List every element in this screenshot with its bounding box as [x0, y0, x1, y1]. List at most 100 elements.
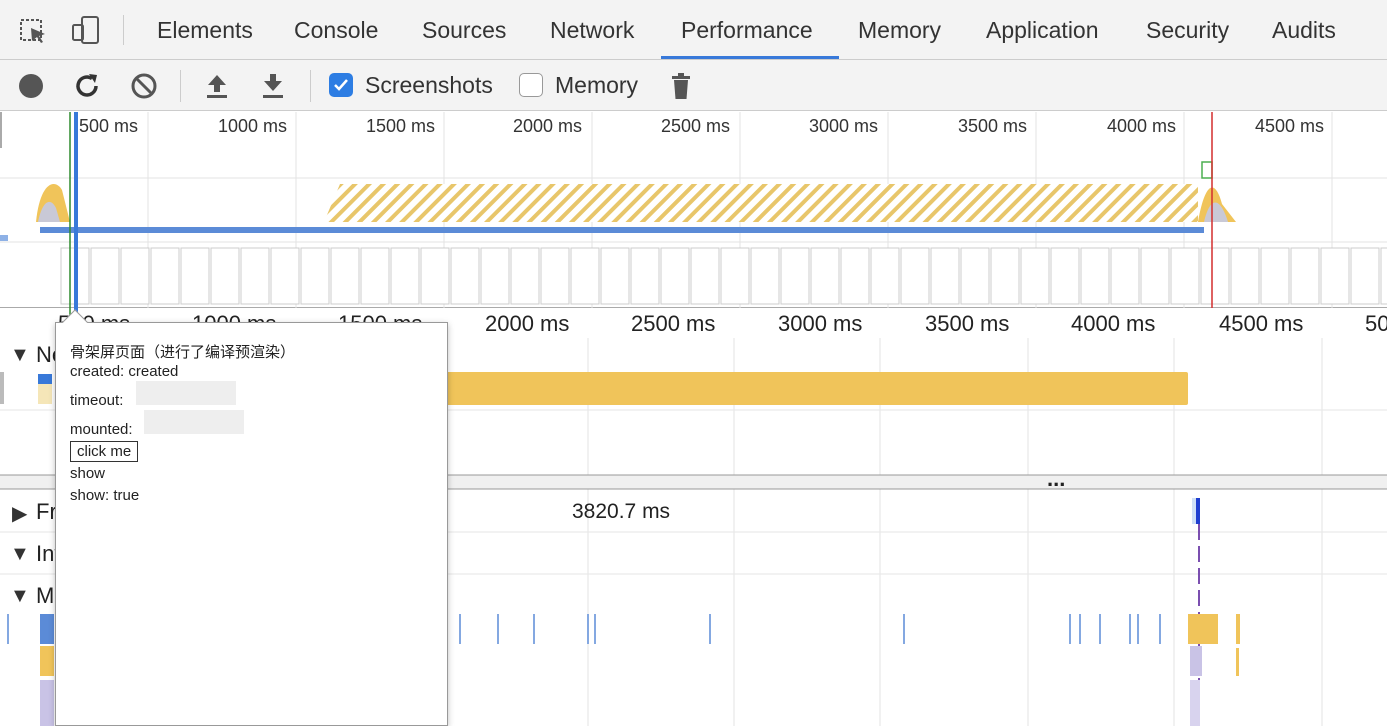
screenshot-thumbnail[interactable] [540, 247, 570, 305]
reload-record-icon[interactable] [72, 71, 102, 101]
timeline-tick-label: 50 [1365, 311, 1387, 336]
screenshot-thumbnail[interactable] [120, 247, 150, 305]
tab-application[interactable]: Application [986, 17, 1099, 43]
screenshot-thumbnail[interactable] [90, 247, 120, 305]
tab-sources[interactable]: Sources [422, 17, 507, 43]
tab-audits[interactable]: Audits [1272, 17, 1336, 43]
toolbar-divider [180, 70, 181, 102]
screenshot-thumbnail[interactable] [600, 247, 630, 305]
frames-track-toggle[interactable]: ▶ [12, 503, 28, 525]
load-profile-icon[interactable] [202, 71, 232, 101]
screenshot-thumbnail[interactable] [750, 247, 780, 305]
clear-icon[interactable] [129, 71, 159, 101]
main-track-toggle[interactable]: ▼ [10, 585, 30, 607]
overview-chart [0, 112, 1387, 308]
tooltip-mounted-value [144, 410, 244, 434]
screenshot-thumbnail[interactable] [900, 247, 930, 305]
tooltip-created: created: created [70, 363, 179, 380]
overview-tick-label: 1000 ms [218, 116, 288, 136]
memory-label[interactable]: Memory [555, 72, 639, 98]
screenshot-thumbnail[interactable] [420, 247, 450, 305]
timeline-overview[interactable]: 500 ms 1000 ms 1500 ms 2000 ms 2500 ms 3… [0, 112, 1387, 308]
tooltip-timeout-value [136, 381, 236, 405]
screenshot-thumbnail[interactable] [1290, 247, 1320, 305]
screenshot-thumbnail[interactable] [930, 247, 960, 305]
tab-elements[interactable]: Elements [157, 17, 253, 43]
overview-tick-label: 3000 ms [809, 116, 879, 136]
screenshot-thumbnail[interactable] [510, 247, 540, 305]
screenshot-thumbnail[interactable] [960, 247, 990, 305]
screenshot-thumbnail[interactable] [180, 247, 210, 305]
screenshot-thumbnail[interactable] [990, 247, 1020, 305]
tab-network[interactable]: Network [550, 17, 635, 43]
overview-tick-label: 2000 ms [513, 116, 583, 136]
screenshot-thumbnail[interactable] [1140, 247, 1170, 305]
screenshot-thumbnail[interactable] [690, 247, 720, 305]
toolbar-divider [310, 70, 311, 102]
save-profile-icon[interactable] [258, 71, 288, 101]
device-toolbar-icon[interactable] [70, 14, 102, 46]
network-track-toggle[interactable]: ▼ [10, 344, 30, 366]
toolbar-divider [123, 15, 124, 45]
timeline-tick-label: 3500 ms [925, 311, 1010, 336]
screenshot-thumbnail[interactable] [780, 247, 810, 305]
timeline-tick-label: 2500 ms [631, 311, 716, 336]
screenshots-checkbox[interactable] [329, 73, 353, 97]
tooltip-mounted: mounted: [70, 421, 133, 438]
screenshot-thumbnail[interactable] [210, 247, 240, 305]
timeline-tick-label: 4000 ms [1071, 311, 1156, 336]
screenshot-thumbnail[interactable] [1110, 247, 1140, 305]
screenshot-thumbnail[interactable] [450, 247, 480, 305]
timeline-tick-label: 3000 ms [778, 311, 863, 336]
overview-tick-label: 4500 ms [1255, 116, 1325, 136]
overview-tick-label: 2500 ms [661, 116, 731, 136]
screenshot-thumbnail[interactable] [390, 247, 420, 305]
timeline-tick-label: 2000 ms [485, 311, 570, 336]
screenshot-thumbnail[interactable] [870, 247, 900, 305]
tooltip-title: 骨架屏页面（进行了编译预渲染） [70, 344, 296, 361]
memory-checkbox[interactable] [519, 73, 543, 97]
tab-console[interactable]: Console [294, 17, 379, 43]
overview-tick-label: 500 ms [79, 116, 139, 136]
screenshot-thumbnail[interactable] [150, 247, 180, 305]
tab-performance[interactable]: Performance [681, 17, 813, 43]
screenshot-thumbnail[interactable] [1230, 247, 1260, 305]
screenshot-thumbnail[interactable] [1020, 247, 1050, 305]
inspect-element-icon[interactable] [17, 14, 49, 46]
screenshot-thumbnail[interactable] [1260, 247, 1290, 305]
interactions-track-toggle[interactable]: ▼ [10, 543, 30, 565]
screenshot-thumbnail[interactable] [1170, 247, 1200, 305]
tooltip-show-value: show: true [70, 487, 140, 504]
screenshot-thumbnail[interactable] [720, 247, 750, 305]
tab-security[interactable]: Security [1146, 17, 1230, 43]
screenshot-thumbnail[interactable] [360, 247, 390, 305]
more-indicator[interactable]: ... [1047, 466, 1066, 491]
screenshot-thumbnail[interactable] [840, 247, 870, 305]
screenshot-thumbnail[interactable] [1050, 247, 1080, 305]
devtools-tab-bar: Elements Console Sources Network Perform… [0, 0, 1387, 60]
screenshots-label[interactable]: Screenshots [365, 72, 493, 98]
screenshot-thumbnail[interactable] [570, 247, 600, 305]
screenshot-thumbnail[interactable] [1380, 247, 1387, 305]
overview-tick-label: 4000 ms [1107, 116, 1177, 136]
tooltip-timeout: timeout: [70, 392, 124, 409]
performance-toolbar: Screenshots Memory [0, 60, 1387, 111]
screenshot-thumbnail[interactable] [660, 247, 690, 305]
screenshot-thumbnail[interactable] [810, 247, 840, 305]
trash-icon[interactable] [666, 71, 696, 101]
screenshot-thumbnail[interactable] [240, 247, 270, 305]
overview-tick-label: 1500 ms [366, 116, 436, 136]
screenshot-thumbnail[interactable] [1200, 247, 1230, 305]
screenshot-thumbnail[interactable] [480, 247, 510, 305]
screenshot-thumbnail[interactable] [630, 247, 660, 305]
tab-memory[interactable]: Memory [858, 17, 942, 43]
timeline-tick-label: 4500 ms [1219, 311, 1304, 336]
screenshot-thumbnail[interactable] [1320, 247, 1350, 305]
screenshot-thumbnail[interactable] [270, 247, 300, 305]
screenshot-thumbnail[interactable] [300, 247, 330, 305]
click-me-button: click me [70, 441, 139, 462]
screenshot-thumbnail[interactable] [1350, 247, 1380, 305]
screenshot-thumbnail[interactable] [330, 247, 360, 305]
record-icon[interactable] [16, 71, 46, 101]
screenshot-thumbnail[interactable] [1080, 247, 1110, 305]
